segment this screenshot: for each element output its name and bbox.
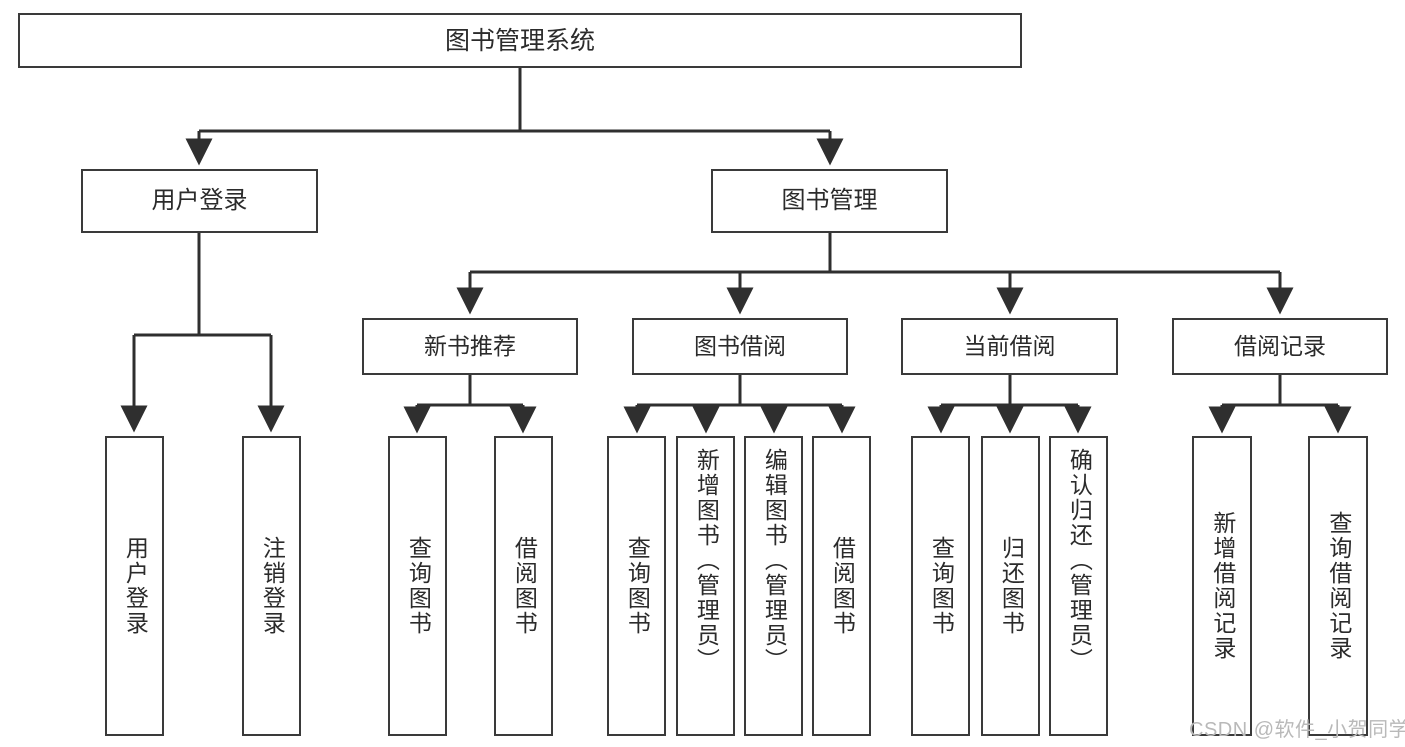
node-borrow-record[interactable]: 借阅记录 [1172, 318, 1388, 375]
node-leaf-query-book-1[interactable]: 查询图书 [388, 436, 447, 736]
node-leaf-query-record-label: 查询借阅记录 [1325, 511, 1352, 661]
node-new-book-rec[interactable]: 新书推荐 [362, 318, 578, 375]
node-book-manage[interactable]: 图书管理 [711, 169, 948, 233]
node-leaf-borrow-book-1-label: 借阅图书 [511, 536, 538, 636]
node-leaf-borrow-book-2[interactable]: 借阅图书 [812, 436, 871, 736]
node-leaf-edit-book-label: 编辑图书（管理员） [761, 448, 788, 673]
node-borrow-record-label: 借阅记录 [1234, 332, 1326, 359]
node-leaf-logout-label: 注销登录 [259, 536, 286, 636]
node-leaf-query-book-2[interactable]: 查询图书 [607, 436, 666, 736]
node-leaf-confirm-return-label: 确认归还（管理员） [1066, 448, 1093, 673]
node-user-login-label: 用户登录 [151, 186, 248, 214]
node-leaf-add-record-label: 新增借阅记录 [1209, 511, 1236, 661]
node-leaf-edit-book[interactable]: 编辑图书（管理员） [744, 436, 803, 736]
node-root[interactable]: 图书管理系统 [18, 13, 1022, 68]
node-book-borrow[interactable]: 图书借阅 [632, 318, 848, 375]
node-leaf-query-book-3-label: 查询图书 [928, 536, 955, 636]
node-leaf-add-book[interactable]: 新增图书（管理员） [676, 436, 735, 736]
node-leaf-return-book-label: 归还图书 [998, 536, 1025, 636]
node-leaf-add-book-label: 新增图书（管理员） [693, 448, 720, 673]
node-new-book-rec-label: 新书推荐 [424, 332, 516, 359]
node-current-borrow[interactable]: 当前借阅 [901, 318, 1118, 375]
node-book-manage-label: 图书管理 [781, 186, 878, 214]
node-leaf-return-book[interactable]: 归还图书 [981, 436, 1040, 736]
node-leaf-query-book-3[interactable]: 查询图书 [911, 436, 970, 736]
node-user-login[interactable]: 用户登录 [81, 169, 318, 233]
node-leaf-logout[interactable]: 注销登录 [242, 436, 301, 736]
node-leaf-user-login[interactable]: 用户登录 [105, 436, 164, 736]
node-leaf-add-record[interactable]: 新增借阅记录 [1192, 436, 1252, 736]
node-leaf-query-book-2-label: 查询图书 [624, 536, 651, 636]
node-leaf-query-book-1-label: 查询图书 [405, 536, 432, 636]
node-root-label: 图书管理系统 [444, 26, 595, 55]
node-leaf-confirm-return[interactable]: 确认归还（管理员） [1049, 436, 1108, 736]
node-leaf-borrow-book-1[interactable]: 借阅图书 [494, 436, 553, 736]
node-book-borrow-label: 图书借阅 [694, 332, 786, 359]
node-current-borrow-label: 当前借阅 [963, 332, 1056, 359]
node-leaf-query-record[interactable]: 查询借阅记录 [1308, 436, 1368, 736]
node-leaf-user-login-label: 用户登录 [122, 536, 149, 636]
node-leaf-borrow-book-2-label: 借阅图书 [829, 536, 856, 636]
